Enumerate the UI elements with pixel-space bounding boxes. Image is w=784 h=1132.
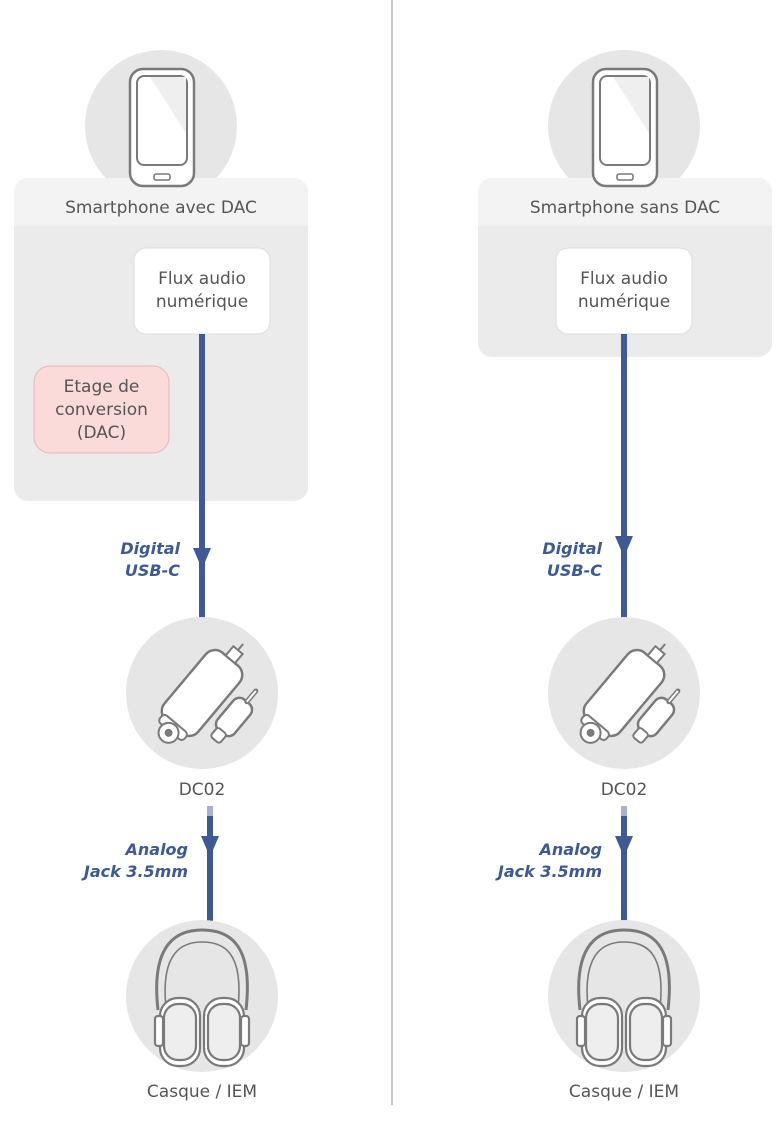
analog-arrow-icon	[615, 836, 633, 857]
stream-label-line: numérique	[577, 292, 671, 312]
analog-cable	[207, 806, 213, 924]
digital-arrow-icon	[615, 536, 633, 557]
dongle-label: DC02	[178, 780, 226, 800]
output-label: Casque / IEM	[568, 1082, 680, 1102]
link-label-line: USB-C	[546, 561, 602, 580]
digital-arrow-icon	[193, 548, 211, 569]
link-label-line: Digital	[542, 539, 602, 558]
link-label-line: Analog	[539, 840, 603, 859]
digital-cable	[621, 334, 627, 620]
smartphone-icon	[128, 67, 196, 188]
panel-without-dac-artwork	[478, 50, 772, 1072]
analog-cable	[621, 806, 627, 924]
dac-label-line: Etage de	[63, 377, 140, 397]
dac-stage-box	[33, 365, 170, 454]
smartphone-panel-header	[478, 178, 772, 226]
link-label-line: Jack 3.5mm	[83, 862, 188, 881]
analog-link-label: Analog Jack 3.5mm	[454, 839, 602, 883]
device-title: Smartphone avec DAC	[65, 198, 257, 218]
analog-link-label: Analog Jack 3.5mm	[40, 839, 188, 883]
link-label-line: Analog	[125, 840, 189, 859]
analog-cable-fade	[621, 806, 627, 816]
output-label: Casque / IEM	[146, 1082, 258, 1102]
headphones-icon	[575, 928, 673, 1068]
usb-dac-dongle-icon	[157, 643, 259, 744]
column-divider	[391, 0, 393, 1105]
digital-stream-label: Flux audio numérique	[134, 268, 270, 314]
dongle-label: DC02	[600, 780, 648, 800]
stream-label-line: Flux audio	[158, 269, 246, 289]
stream-label-line: Flux audio	[580, 269, 668, 289]
analog-arrow-icon	[201, 836, 219, 857]
digital-link-label: Digital USB-C	[482, 538, 602, 582]
stream-label-line: numérique	[155, 292, 249, 312]
dac-label-line: (DAC)	[76, 423, 127, 443]
digital-link-label: Digital USB-C	[60, 538, 180, 582]
panel-with-dac: Smartphone avec DAC Flux audio numérique…	[14, 50, 308, 1102]
link-label-line: Digital	[120, 539, 180, 558]
analog-cable-fade	[207, 806, 213, 816]
link-label-line: Jack 3.5mm	[497, 862, 602, 881]
usb-dac-dongle-icon	[579, 643, 681, 744]
device-title: Smartphone sans DAC	[529, 198, 721, 218]
dac-label-line: conversion	[55, 400, 148, 420]
digital-cable	[199, 334, 205, 620]
digital-stream-label: Flux audio numérique	[556, 268, 692, 314]
smartphone-icon	[591, 67, 659, 188]
link-label-line: USB-C	[124, 561, 180, 580]
headphones-icon	[153, 928, 251, 1068]
dac-stage-label: Etage de conversion (DAC)	[34, 376, 169, 445]
smartphone-panel-header	[14, 178, 308, 226]
panel-with-dac-artwork	[14, 50, 308, 1072]
panel-without-dac: Smartphone sans DAC Flux audio numérique…	[392, 0, 784, 1132]
